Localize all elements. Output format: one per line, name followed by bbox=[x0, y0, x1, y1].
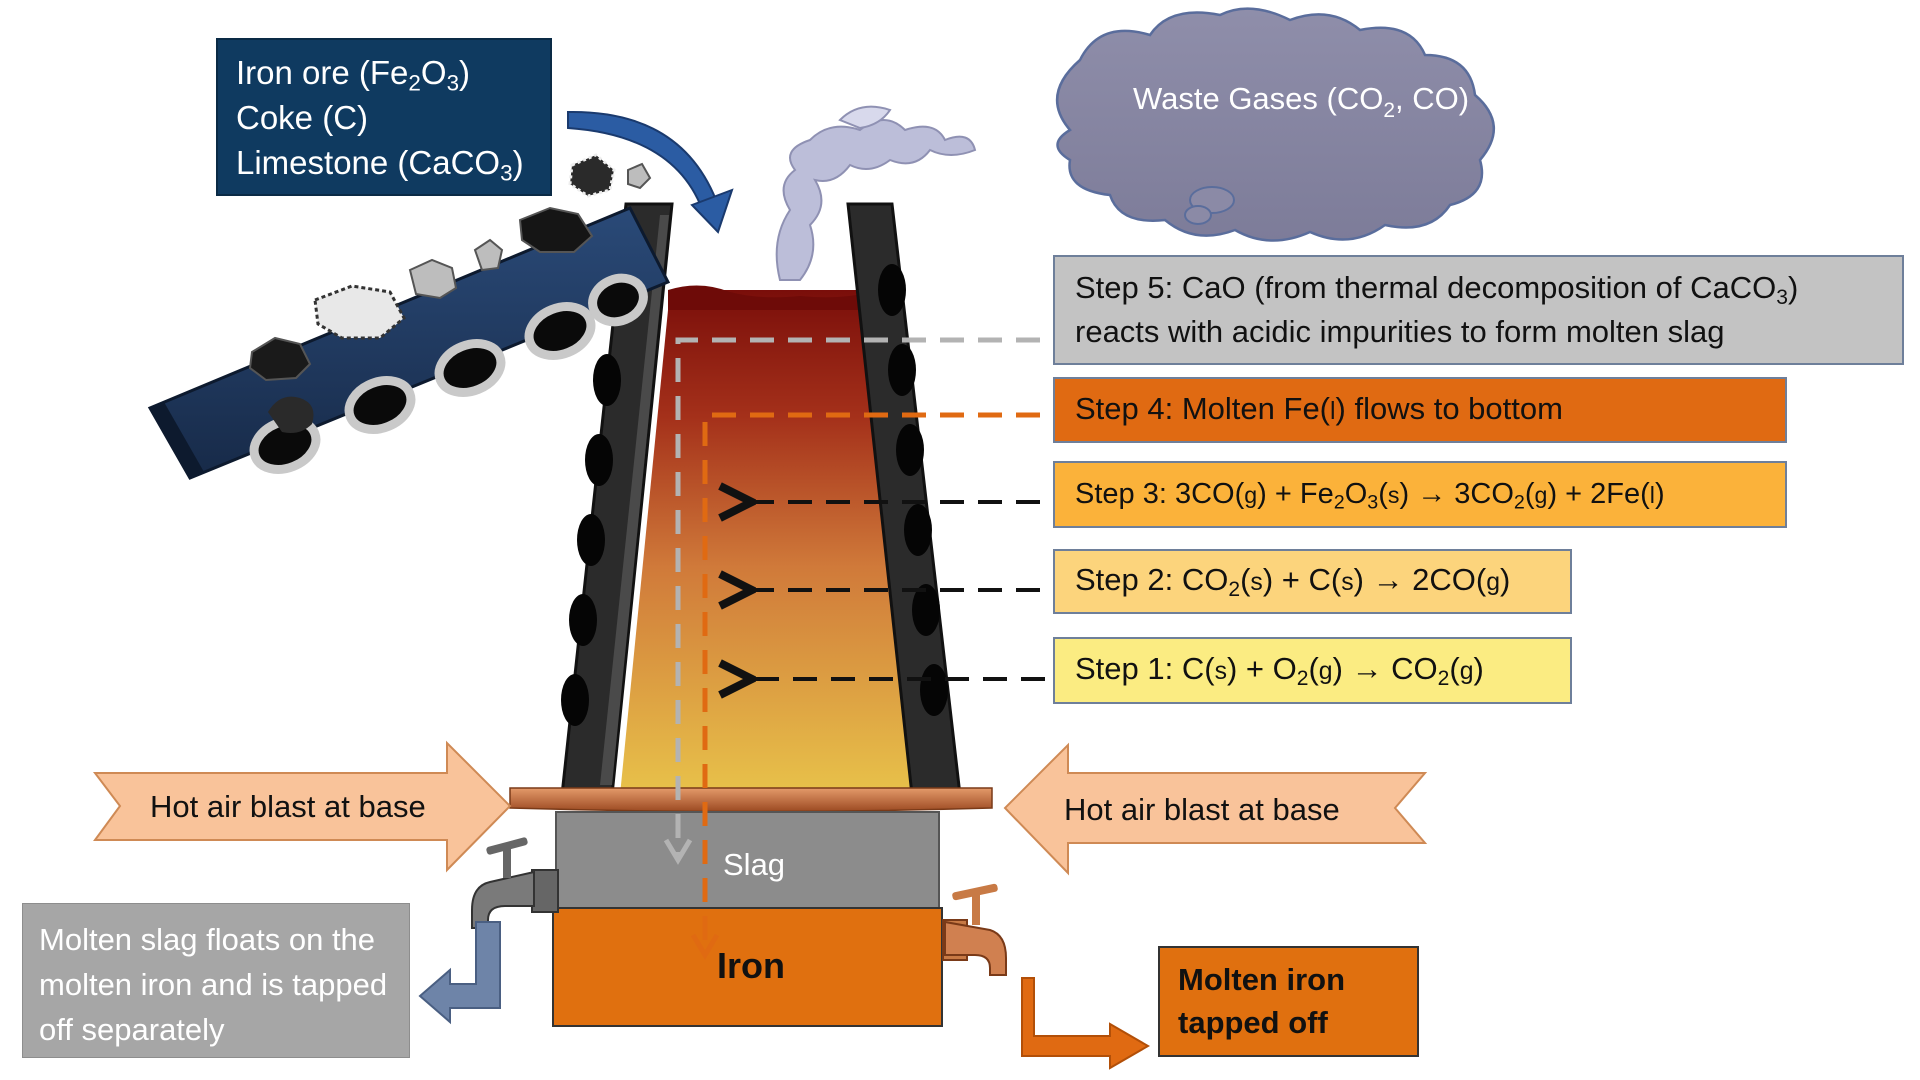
waste-gas-label: Waste Gases (CO2, CO) bbox=[1133, 81, 1469, 122]
slag-note-box: Molten slag floats on the molten iron an… bbox=[22, 903, 410, 1058]
step4-text: Step 4: Molten Fe(l) flows to bottom bbox=[1075, 390, 1563, 426]
raw-material-chunks bbox=[248, 153, 652, 433]
slag-tap-icon bbox=[471, 837, 559, 929]
raw-materials-box: Iron ore (Fe2O3) Coke (C) Limestone (CaC… bbox=[216, 38, 552, 196]
furnace-base-lip bbox=[509, 787, 993, 813]
step4-box: Step 4: Molten Fe(l) flows to bottom bbox=[1053, 377, 1787, 443]
step2-text: Step 2: CO2(s) + C(s) → 2CO(g) bbox=[1075, 562, 1511, 601]
slag-out-arrow bbox=[418, 921, 501, 1025]
iron-note-box: Molten iron tapped off bbox=[1158, 946, 1419, 1057]
step5-line2: reacts with acidic impurities to form mo… bbox=[1075, 314, 1725, 349]
slag-layer bbox=[555, 811, 940, 909]
step1-box: Step 1: C(s) + O2(g) → CO2(g) bbox=[1053, 637, 1572, 704]
step3-text: Step 3: 3CO(g) + Fe2O3(s) → 3CO2(g) + 2F… bbox=[1075, 478, 1665, 514]
step4-arrowhead bbox=[690, 933, 720, 960]
step5-flow-line bbox=[675, 337, 1040, 855]
iron-tap-icon bbox=[942, 883, 1007, 976]
step3-box: Step 3: 3CO(g) + Fe2O3(s) → 3CO2(g) + 2F… bbox=[1053, 461, 1787, 528]
iron-label: Iron bbox=[717, 945, 785, 986]
furnace-wall-holes bbox=[561, 264, 948, 726]
waste-gas-cloud bbox=[1055, 7, 1495, 242]
raw-material-coke: Coke (C) bbox=[236, 99, 369, 136]
iron-out-arrow bbox=[1021, 977, 1150, 1070]
step2-box: Step 2: CO2(s) + C(s) → 2CO(g) bbox=[1053, 549, 1572, 614]
conveyor-belt bbox=[147, 206, 671, 480]
iron-layer bbox=[552, 907, 943, 1027]
blast-left-label: Hot air blast at base bbox=[150, 789, 426, 824]
step4-flow-line bbox=[702, 412, 1040, 950]
feed-curved-arrow bbox=[567, 110, 734, 234]
step5-line1: Step 5: CaO (from thermal decomposition … bbox=[1075, 270, 1799, 309]
step5-arrowhead bbox=[663, 838, 693, 865]
raw-material-iron-ore: Iron ore (Fe2O3) bbox=[236, 54, 471, 96]
blast-right-label: Hot air blast at base bbox=[1064, 792, 1340, 827]
blast-left-arrow bbox=[92, 740, 512, 873]
step1-text: Step 1: C(s) + O2(g) → CO2(g) bbox=[1075, 651, 1484, 690]
smoke-plume bbox=[775, 105, 977, 281]
blast-right-arrow bbox=[1003, 742, 1428, 876]
step5-box: Step 5: CaO (from thermal decomposition … bbox=[1053, 255, 1904, 365]
slag-label: Slag bbox=[723, 847, 785, 882]
raw-material-limestone: Limestone (CaCO3) bbox=[236, 144, 524, 186]
furnace-molten-top bbox=[668, 285, 872, 310]
